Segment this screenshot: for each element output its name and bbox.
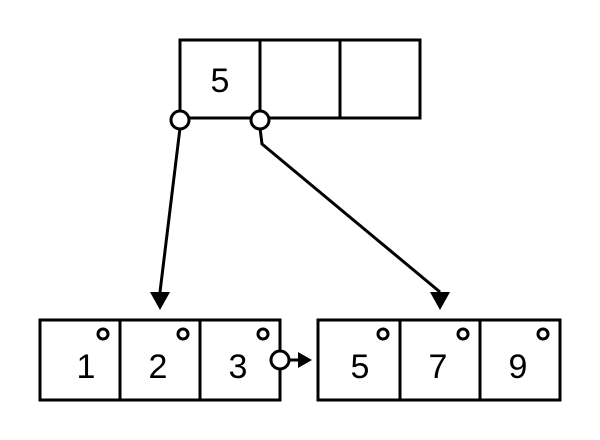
edge-left-child [158, 127, 182, 293]
root-cell-1 [178, 38, 262, 120]
root-key-1: 5 [211, 62, 230, 100]
leaf-right-key-1: 5 [351, 348, 370, 386]
leaf-right-record-pointer-3 [536, 327, 550, 341]
leaf-node-right: 5 7 9 [316, 318, 562, 402]
leaf-left-key-3: 3 [229, 348, 248, 386]
leaf-left-record-pointer-1 [96, 327, 110, 341]
leaf-node-left: 1 2 3 [38, 318, 282, 402]
leaf-left-key-2: 2 [149, 348, 168, 386]
leaf-left-record-pointer-2 [176, 327, 190, 341]
root-cell-3 [338, 38, 422, 120]
arrowhead-right-child [430, 292, 450, 310]
sibling-pointer [269, 349, 291, 371]
arrowhead-left-child [150, 292, 170, 310]
leaf-sibling-link [269, 349, 312, 371]
sibling-link-arrowhead [298, 352, 312, 368]
root-pointer-left [169, 109, 191, 131]
root-node: 5 [178, 38, 422, 120]
leaf-left-key-1: 1 [77, 348, 96, 386]
leaf-right-record-pointer-1 [376, 327, 390, 341]
leaf-left-record-pointer-3 [256, 327, 270, 341]
leaf-right-record-pointer-2 [456, 327, 470, 341]
tree-edges [150, 127, 450, 310]
root-pointer-right [249, 109, 271, 131]
edge-right-child [258, 127, 441, 294]
root-cell-2 [258, 38, 342, 120]
leaf-right-key-3: 9 [509, 348, 528, 386]
leaf-right-key-2: 7 [429, 348, 448, 386]
